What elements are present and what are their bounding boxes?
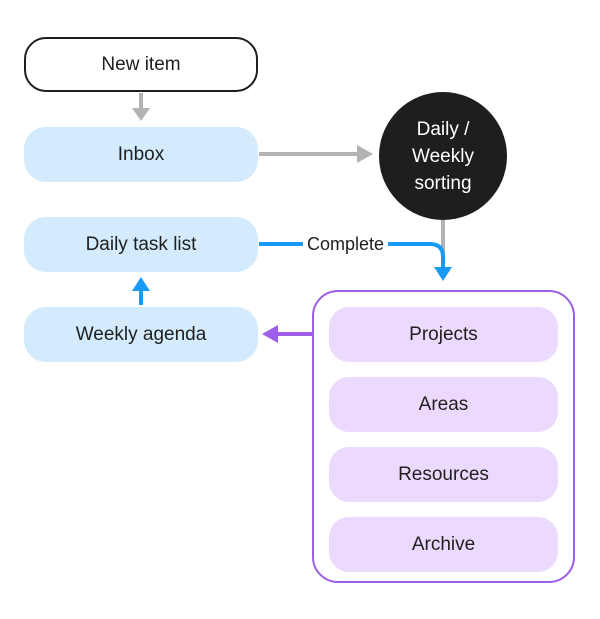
node-areas-label: Areas bbox=[418, 393, 469, 415]
node-daily-task-list-label: Daily task list bbox=[85, 233, 197, 255]
node-new-item-label: New item bbox=[101, 53, 181, 75]
node-daily-weekly-sorting[interactable]: Daily / Weekly sorting bbox=[379, 92, 507, 220]
arrow-complete-to-group bbox=[259, 242, 452, 281]
node-archive-label: Archive bbox=[411, 533, 476, 555]
node-inbox[interactable]: Inbox bbox=[24, 127, 258, 182]
sorting-label-line1: Daily / bbox=[416, 118, 470, 140]
node-areas[interactable]: Areas bbox=[329, 377, 558, 432]
node-resources-label: Resources bbox=[398, 463, 489, 485]
arrow-inbox-to-sorting bbox=[259, 145, 373, 163]
node-archive[interactable]: Archive bbox=[329, 517, 558, 572]
node-new-item[interactable]: New item bbox=[24, 37, 258, 92]
node-inbox-label: Inbox bbox=[117, 143, 165, 165]
node-daily-task-list[interactable]: Daily task list bbox=[24, 217, 258, 272]
sorting-label-line3: sorting bbox=[414, 172, 472, 194]
node-weekly-agenda[interactable]: Weekly agenda bbox=[24, 307, 258, 362]
sorting-label-line2: Weekly bbox=[412, 145, 474, 167]
edge-label-complete: Complete bbox=[303, 232, 389, 256]
arrow-newitem-to-inbox bbox=[132, 93, 150, 121]
arrow-agenda-to-daily bbox=[132, 277, 150, 305]
node-projects-label: Projects bbox=[409, 323, 478, 345]
node-resources[interactable]: Resources bbox=[329, 447, 558, 502]
node-projects[interactable]: Projects bbox=[329, 307, 558, 362]
node-weekly-agenda-label: Weekly agenda bbox=[75, 323, 207, 345]
